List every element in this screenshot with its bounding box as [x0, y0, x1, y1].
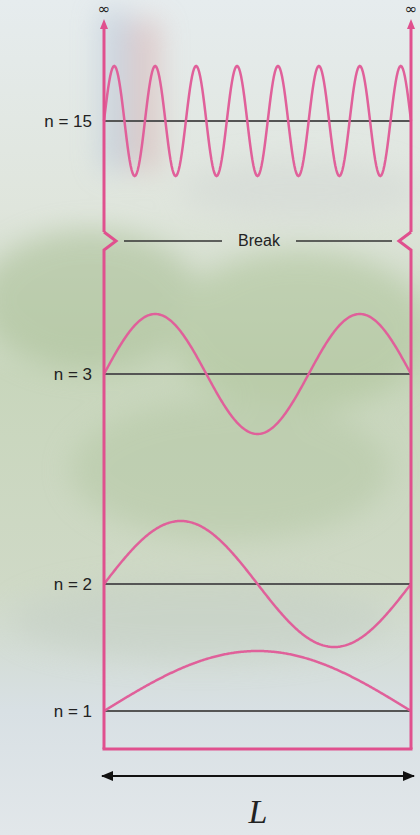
box-walls — [103, 24, 413, 749]
dimension-label: L — [249, 795, 268, 829]
wavefunctions — [104, 66, 411, 711]
level-label: n = 3 — [54, 366, 92, 383]
width-arrow — [102, 775, 414, 777]
infinity-symbol: ∞ — [405, 2, 418, 17]
break-label: Break — [238, 233, 280, 249]
infinity-symbol: ∞ — [98, 2, 111, 17]
level-label: n = 2 — [54, 576, 92, 593]
energy-levels — [104, 121, 411, 711]
level-label: n = 1 — [54, 703, 92, 720]
level-label: n = 15 — [44, 113, 92, 130]
